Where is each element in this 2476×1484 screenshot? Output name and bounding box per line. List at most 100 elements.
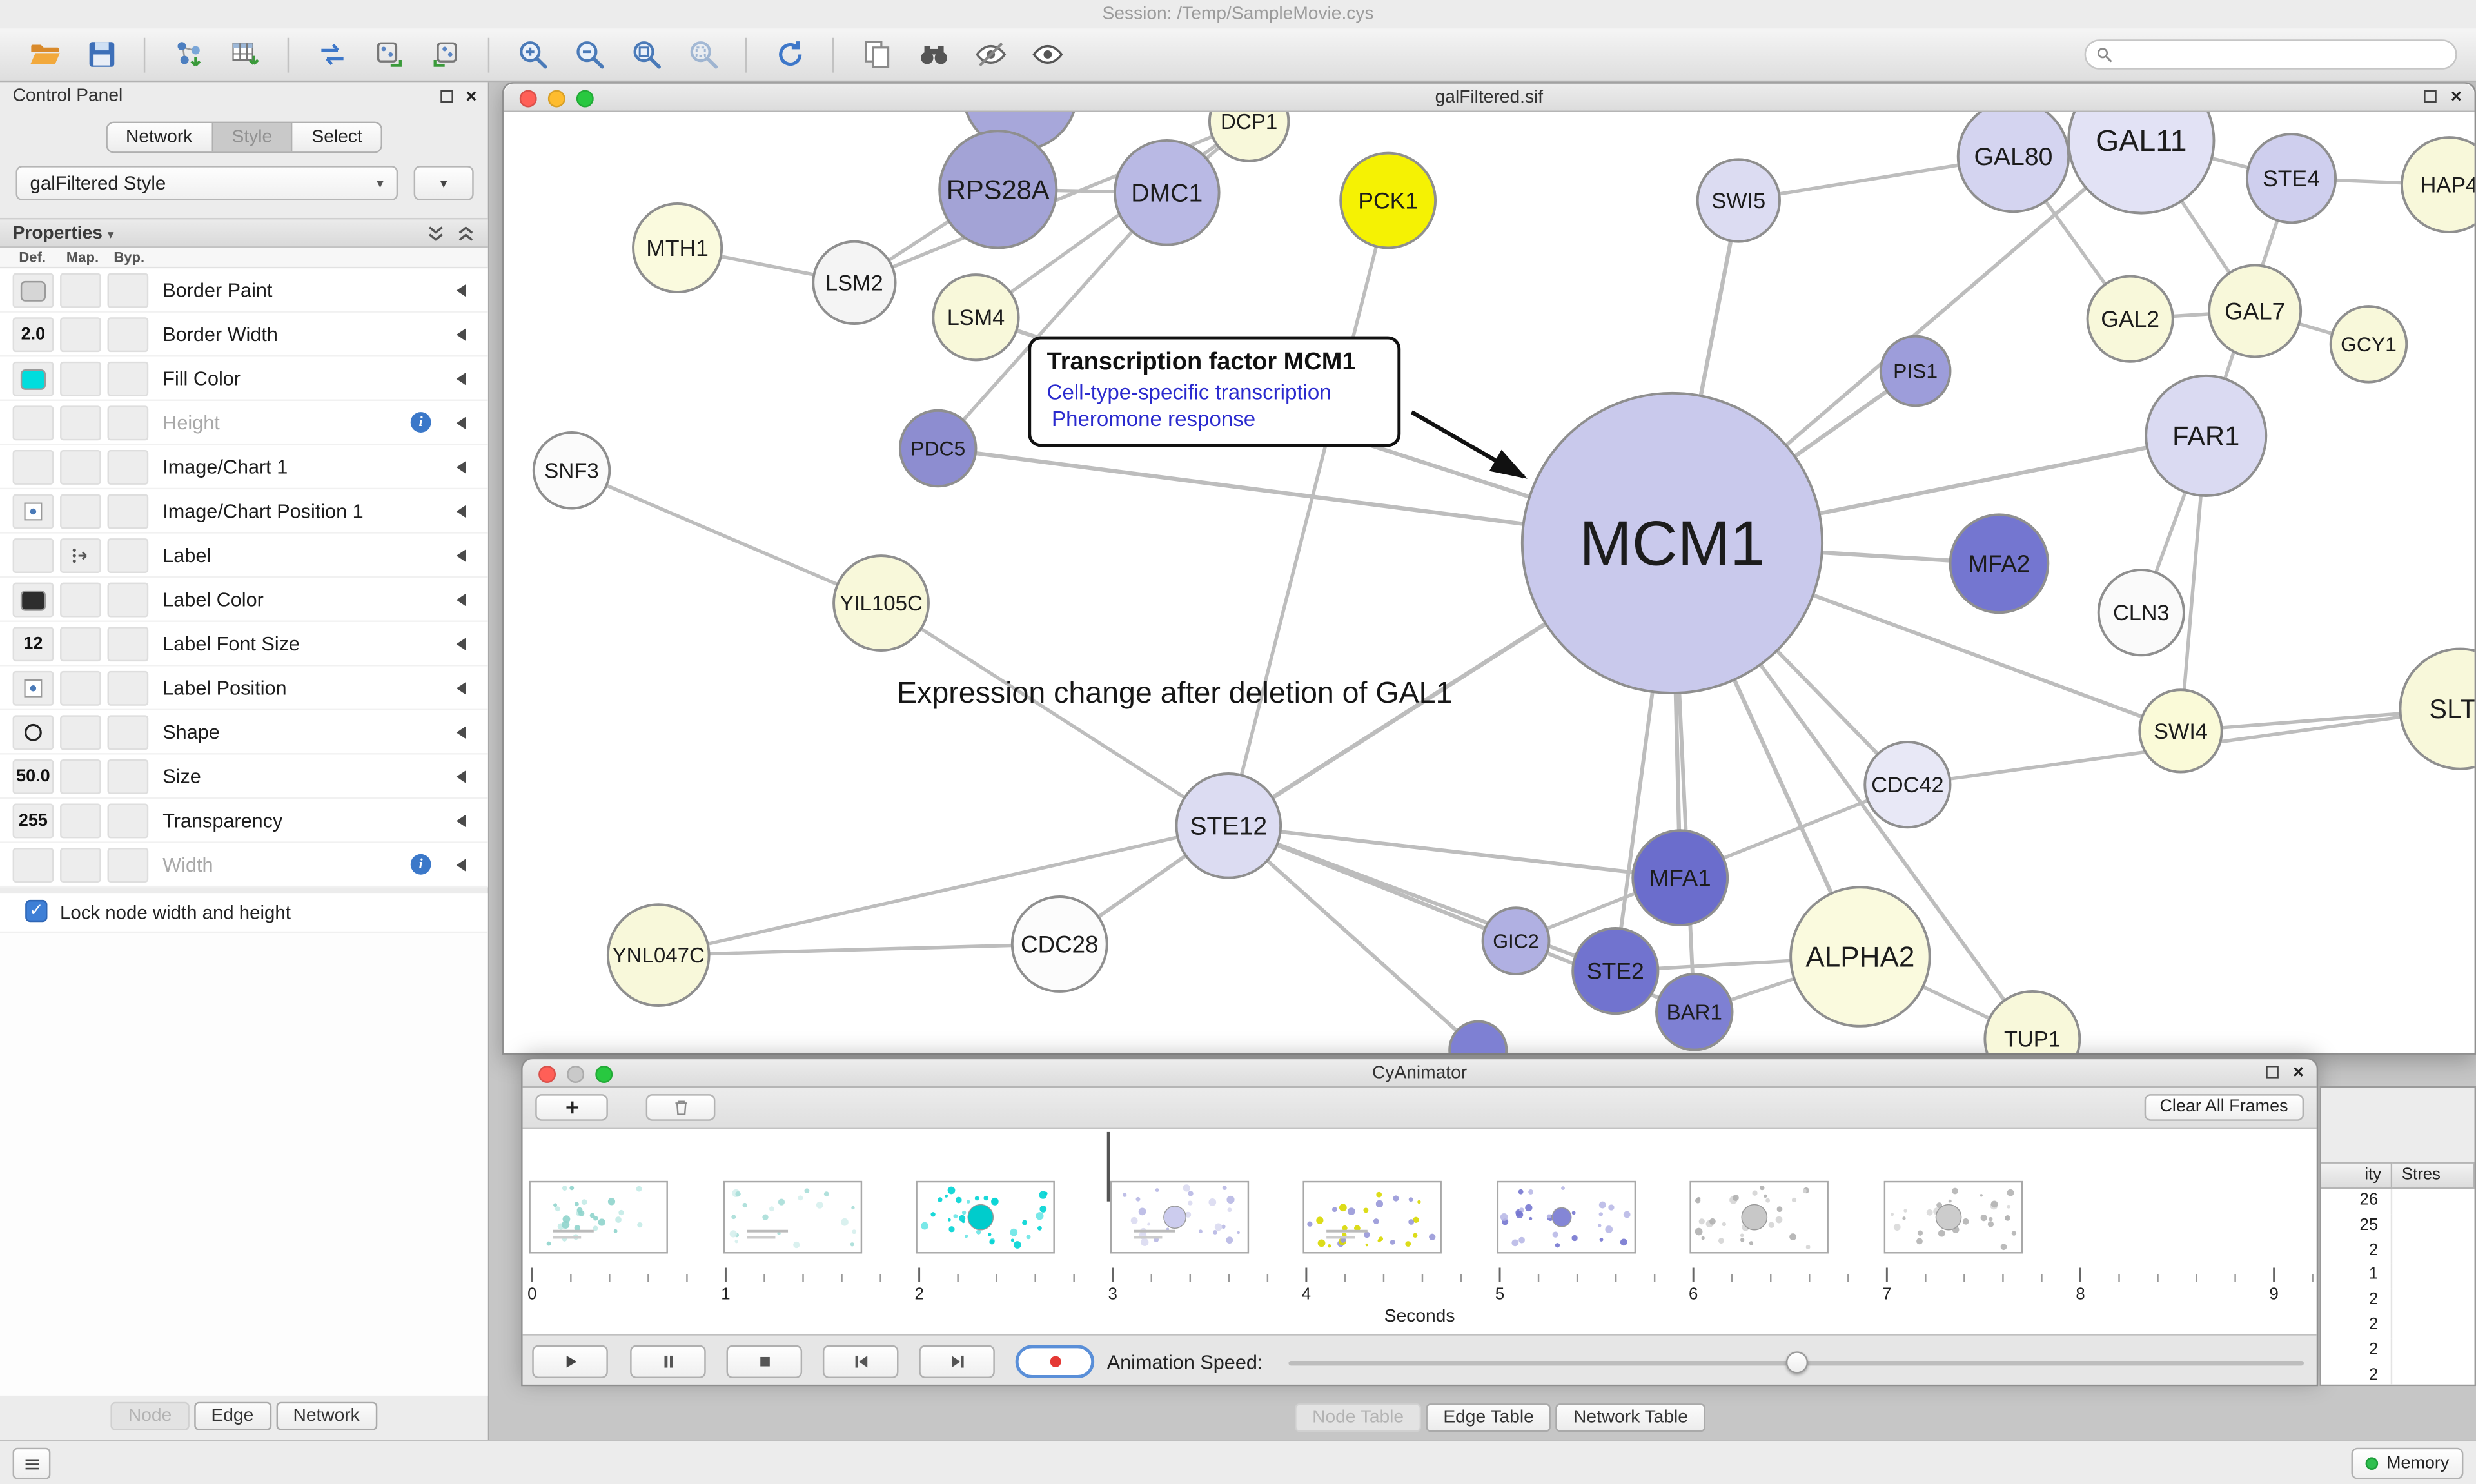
property-def-cell[interactable] [12,273,54,308]
collapse-all-icon[interactable] [426,224,445,243]
property-byp-cell[interactable] [107,273,149,308]
node-gcy1[interactable]: GCY1 [2329,305,2408,384]
frame-thumbnail-8[interactable] [1883,1180,2023,1254]
property-def-cell[interactable]: 2.0 [12,317,54,353]
node-mth1[interactable]: MTH1 [632,202,723,294]
search-box[interactable] [2084,39,2457,70]
node-gal2[interactable]: GAL2 [2086,275,2174,363]
maximize-window-icon[interactable] [2424,90,2437,103]
edge-dmc1-pdc5[interactable] [936,191,1168,450]
stop-button[interactable] [726,1345,803,1378]
node-bar1[interactable]: BAR1 [1655,973,1734,1051]
playhead[interactable] [1106,1131,1110,1202]
node-ste4[interactable]: STE4 [2245,133,2337,224]
import-table-icon[interactable] [219,33,270,75]
property-def-cell[interactable] [12,449,54,485]
property-map-cell[interactable] [60,670,101,706]
style-tab-node[interactable]: Node [110,1401,190,1430]
table-row[interactable]: 2 [2321,1363,2475,1385]
property-row-label[interactable]: Label [0,533,488,578]
property-row-image-chart-position-1[interactable]: Image/Chart Position 1 [0,489,488,534]
tab-network[interactable]: Network [106,123,213,152]
properties-header[interactable]: Properties ▾ [0,217,488,248]
node-pis1[interactable]: PIS1 [1879,335,1952,407]
property-def-cell[interactable] [12,848,54,883]
hide-selected-icon[interactable] [965,33,1015,75]
frame-thumbnail-7[interactable] [1690,1180,1829,1254]
node-hap4[interactable]: HAP4 [2400,136,2475,233]
speed-slider-thumb[interactable] [1785,1351,1807,1374]
node-swi5[interactable]: SWI5 [1696,158,1781,243]
cyanimator-titlebar[interactable]: CyAnimator × [522,1059,2317,1088]
property-byp-cell[interactable] [107,317,149,353]
close-window-icon[interactable]: × [2292,1060,2304,1084]
table-column-header[interactable]: ity [2321,1162,2393,1189]
property-row-label-position[interactable]: Label Position [0,666,488,711]
memory-button[interactable]: Memory [2352,1447,2464,1479]
node-gal80[interactable]: GAL80 [1956,112,2070,213]
node-slt2[interactable]: SLT2 [2399,647,2475,770]
property-byp-cell[interactable] [107,803,149,839]
zoom-fit-icon[interactable] [620,33,671,75]
property-def-cell[interactable] [12,494,54,529]
property-def-cell[interactable] [12,582,54,618]
frame-thumbnail-5[interactable] [1302,1180,1442,1254]
property-map-cell[interactable] [60,803,101,839]
snapshot-icon[interactable] [851,33,901,75]
expand-arrow-icon[interactable] [456,416,466,430]
node-cdc42[interactable]: CDC42 [1863,741,1952,829]
edge-ste12-bottom1[interactable] [1227,824,1480,1051]
property-map-cell[interactable] [60,405,101,441]
expand-arrow-icon[interactable] [456,461,466,474]
node-ste12[interactable]: STE12 [1175,772,1282,879]
property-byp-cell[interactable] [107,759,149,794]
close-window-icon[interactable]: × [2450,85,2462,108]
node-gic2[interactable]: GIC2 [1481,906,1551,975]
node-lsm4[interactable]: LSM4 [932,273,1020,362]
close-traffic-light[interactable] [519,90,537,108]
property-byp-cell[interactable] [107,449,149,485]
property-def-cell[interactable] [12,361,54,396]
zoom-traffic-light[interactable] [576,90,594,108]
expand-arrow-icon[interactable] [456,549,466,562]
expand-arrow-icon[interactable] [456,726,466,739]
tab-select[interactable]: Select [293,123,382,152]
play-button[interactable] [532,1345,608,1378]
style-options-button[interactable]: ▾ [413,166,474,201]
export-network-icon[interactable] [363,33,413,75]
property-def-cell[interactable] [12,715,54,750]
speed-slider[interactable] [1288,1351,2304,1374]
node-mfa2[interactable]: MFA2 [1949,513,2050,614]
add-frame-button[interactable] [535,1094,608,1121]
node-far1[interactable]: FAR1 [2145,374,2268,497]
edge-ste12-yil105c[interactable] [880,601,1230,828]
edge-pck1-ste12[interactable] [1226,200,1390,826]
open-session-icon[interactable] [19,33,69,75]
property-byp-cell[interactable] [107,670,149,706]
tab-style[interactable]: Style [213,123,293,152]
edge-ste12-mfa1[interactable] [1228,823,1681,880]
property-def-cell[interactable]: 255 [12,803,54,839]
node-pck1[interactable]: PCK1 [1339,151,1437,249]
export-arrows-icon[interactable] [306,33,357,75]
edge-ynl047c-cdc28[interactable] [658,942,1060,957]
export-image-icon[interactable] [420,33,470,75]
zoom-traffic-light[interactable] [595,1066,613,1084]
node-gal7[interactable]: GAL7 [2208,264,2303,358]
delete-frame-button[interactable] [645,1094,716,1121]
style-tab-edge[interactable]: Edge [193,1401,271,1430]
node-snf3[interactable]: SNF3 [532,431,611,510]
close-traffic-light[interactable] [538,1066,556,1084]
node-dcp1[interactable]: DCP1 [1208,112,1290,162]
zoom-in-icon[interactable] [507,33,557,75]
skip-back-button[interactable] [822,1345,899,1378]
node-tup1[interactable]: TUP1 [1983,990,2081,1053]
property-map-cell[interactable] [60,848,101,883]
first-neighbors-icon[interactable] [908,33,958,75]
frame-thumbnail-4[interactable] [1109,1180,1249,1254]
